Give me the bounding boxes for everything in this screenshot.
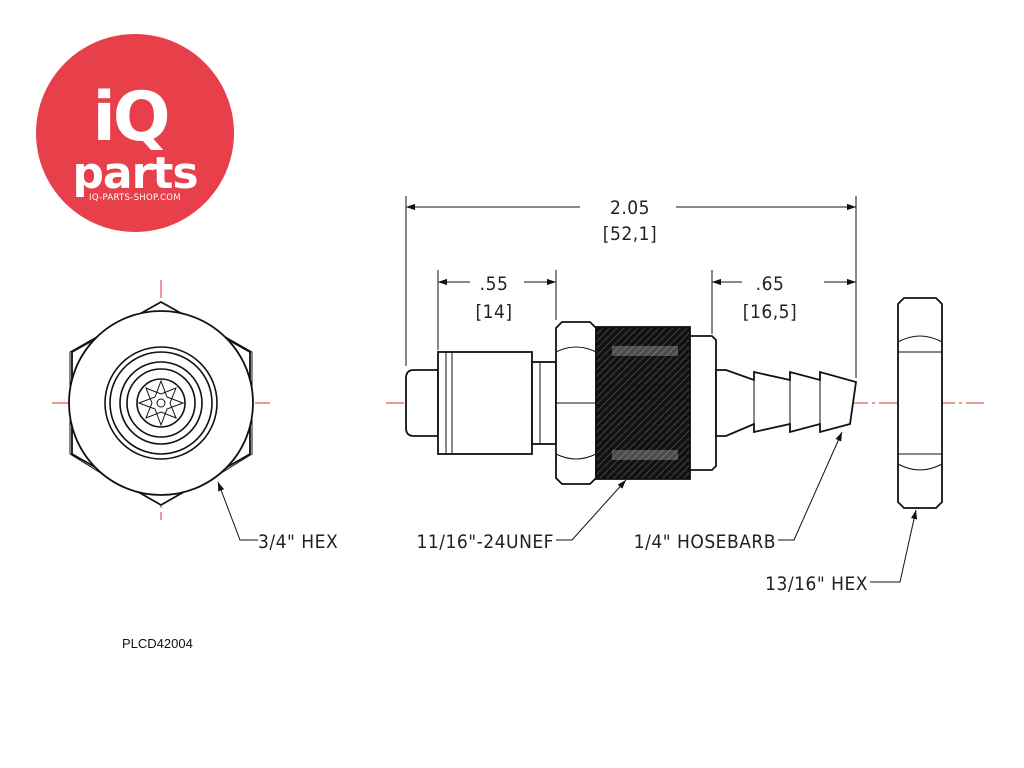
logo-circle	[36, 34, 234, 232]
callout-hosebarb: 1/4" HOSEBARB	[634, 531, 776, 553]
leader-hex-right	[870, 509, 918, 583]
dim-overall-mm: [52,1]	[603, 223, 657, 245]
thread-highlight-bot	[612, 450, 678, 460]
brand-logo: iQ parts IQ-PARTS-SHOP.COM	[36, 34, 234, 232]
coupling-nose	[405, 369, 439, 437]
hex-flange-facets	[555, 346, 597, 460]
inner-ring-4	[126, 368, 196, 438]
end-view: 3/4" HEX	[52, 280, 338, 553]
dim-left-mm: [14]	[475, 301, 512, 323]
callout-hex-right: 13/16" HEX	[765, 573, 868, 595]
leader-thread	[556, 479, 627, 541]
part-code: PLCD42004	[122, 636, 193, 651]
leader-hex-left	[217, 481, 258, 541]
dim-right-mm: [16,5]	[743, 301, 797, 323]
valve-ring	[136, 378, 186, 428]
panel-nut: 13/16" HEX	[765, 297, 943, 595]
nut-outline	[897, 297, 943, 509]
inner-ring-1	[104, 346, 218, 460]
nut-facets	[897, 335, 943, 471]
callout-thread: 11/16"-24UNEF	[417, 531, 554, 553]
inner-ring-2	[109, 351, 213, 455]
dim-left-in: .55	[480, 273, 509, 295]
inner-ring-3	[119, 361, 203, 445]
valve-star	[137, 379, 185, 427]
logo-parts: parts	[72, 148, 197, 199]
coupling-body	[437, 351, 533, 455]
thread-section	[595, 326, 691, 480]
side-view: 2.05 [52,1] .55 [14] .65 [16,5] 11/16"-2…	[386, 196, 985, 553]
logo-iq: iQ	[92, 78, 167, 157]
thread-highlight-top	[612, 346, 678, 356]
hosebarb	[715, 369, 858, 437]
coupling-neck	[531, 361, 557, 445]
body-circle	[68, 310, 254, 496]
dim-right-in: .65	[756, 273, 785, 295]
callout-hex-left: 3/4" HEX	[258, 531, 338, 553]
leader-hosebarb	[778, 431, 843, 541]
dim-overall-in: 2.05	[610, 197, 650, 219]
logo-url: IQ-PARTS-SHOP.COM	[89, 193, 181, 203]
thread-collar	[689, 335, 717, 471]
